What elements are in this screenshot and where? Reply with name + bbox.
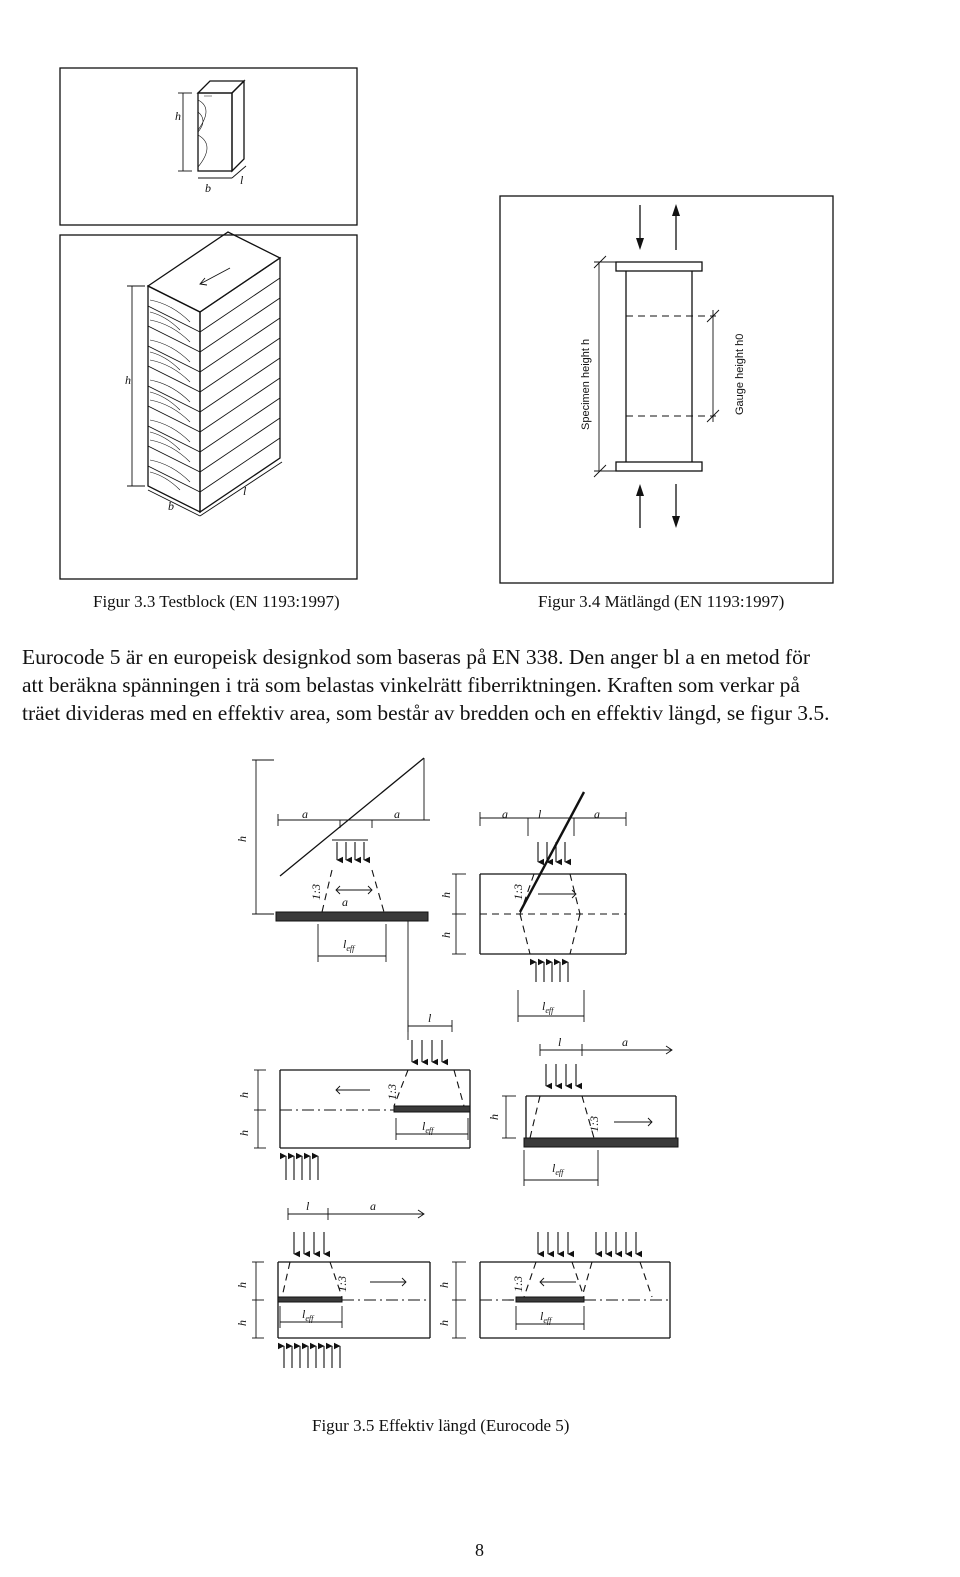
panel-b-l-label: l [538, 807, 542, 821]
panel-d-leff-label: leff [552, 1161, 565, 1177]
body-text-line-1: Eurocode 5 är en europeisk designkod som… [22, 645, 811, 669]
figure-3-3-caption: Figur 3.3 Testblock (EN 1193:1997) [93, 592, 340, 611]
small-specimen-frame [59, 67, 358, 226]
panel-e-leff-label: leff [302, 1307, 315, 1323]
stacked-block-frame [59, 234, 358, 580]
small-h-label: h [175, 109, 181, 123]
panel-f-h-top-label: h [437, 1282, 451, 1288]
gauge-height-label: Gauge height h0 [734, 334, 746, 415]
figure-3-5-effective-length-drawing: a a h 1:3 a leff [235, 757, 679, 1368]
panel-e-l-label: l [306, 1199, 310, 1213]
small-l-label: l [240, 173, 244, 187]
panel-e-a-label: a [370, 1199, 376, 1213]
panel-c-h-top-label: h [237, 1092, 251, 1098]
panel-c-l-label: l [428, 1011, 432, 1025]
panel-c-slope-label: 1:3 [385, 1084, 399, 1100]
panel-b-a-right-label: a [594, 807, 600, 821]
panel-a-slope-label: 1:3 [309, 884, 323, 900]
stacked-glulam-block [127, 231, 283, 517]
panel-b-slope-label: 1:3 [511, 884, 525, 900]
panel-end-support [252, 757, 430, 1040]
panel-bottom-right [452, 1232, 671, 1339]
panel-a-leff-label: leff [343, 937, 356, 953]
panel-mid-left [254, 1020, 471, 1180]
panel-mid-right [502, 1044, 679, 1186]
panel-b-h-bottom-label: h [439, 932, 453, 938]
block-l-label: l [243, 484, 247, 498]
panel-e-h-top-label: h [235, 1282, 249, 1288]
panel-a-a-left-label: a [302, 807, 308, 821]
small-b-label: b [205, 181, 211, 195]
page-number: 8 [475, 1540, 484, 1560]
panel-a-h-label: h [235, 836, 249, 842]
figure-3-4-gauge-length-drawing: Specimen height h Gauge height h0 [499, 195, 834, 584]
panel-c-h-bottom-label: h [237, 1130, 251, 1136]
body-text-line-3: träet divideras med en effektiv area, so… [22, 701, 830, 725]
specimen-height-label: Specimen height h [580, 339, 592, 430]
compression-specimen [593, 255, 720, 478]
top-load-arrows [636, 204, 680, 250]
panel-d-l-label: l [558, 1035, 562, 1049]
panel-d-a-label: a [622, 1035, 628, 1049]
panel-a-a-right-label: a [394, 807, 400, 821]
figure-3-3-testblock-drawing: h b l h b l [59, 67, 358, 580]
block-b-label: b [168, 499, 174, 513]
figure-3-5-caption: Figur 3.5 Effektiv längd (Eurocode 5) [312, 1416, 570, 1435]
panel-f-slope-label: 1:3 [511, 1276, 525, 1292]
small-specimen-block [178, 79, 247, 179]
bottom-load-arrows [636, 484, 680, 528]
panel-f-leff-label: leff [540, 1309, 553, 1325]
panel-b-h-top-label: h [439, 892, 453, 898]
panel-through-load [452, 791, 627, 1022]
block-h-label: h [125, 373, 131, 387]
panel-e-h-bottom-label: h [235, 1320, 249, 1326]
body-text-line-2: att beräkna spänningen i trä som belasta… [22, 673, 800, 697]
figure-3-4-caption: Figur 3.4 Mätlängd (EN 1193:1997) [538, 592, 785, 611]
panel-c-leff-label: leff [422, 1119, 435, 1135]
panel-bottom-left [252, 1208, 431, 1368]
panel-b-a-left-label: a [502, 807, 508, 821]
panel-e-slope-label: 1:3 [335, 1276, 349, 1292]
panel-f-h-bottom-label: h [437, 1320, 451, 1326]
gauge-frame [499, 195, 834, 584]
panel-a-a-mid-label: a [342, 895, 348, 909]
panel-b-leff-label: leff [542, 999, 555, 1015]
panel-d-h-label: h [487, 1114, 501, 1120]
panel-d-slope-label: 1:3 [587, 1116, 601, 1132]
